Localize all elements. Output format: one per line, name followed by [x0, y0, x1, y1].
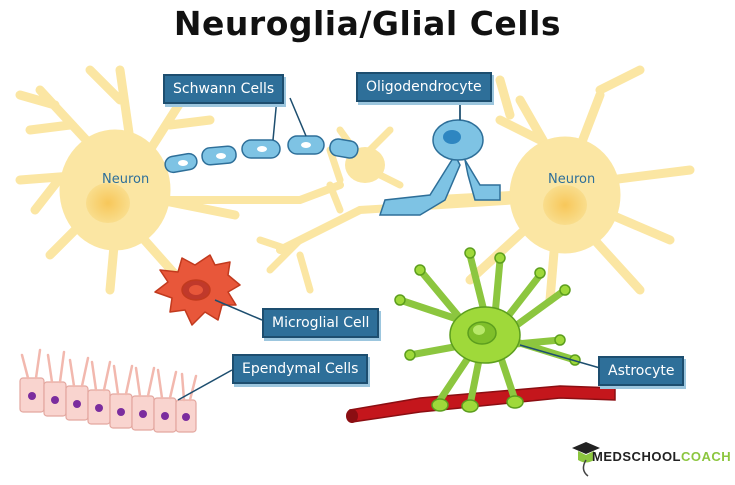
microglial-cell-label: Microglial Cell: [262, 308, 380, 338]
microglia-leader-line: [214, 299, 263, 321]
astrocyte-label: Astrocyte: [598, 356, 685, 386]
ependymal-cells-label: Ependymal Cells: [232, 354, 369, 384]
schwann-cells-label: Schwann Cells: [163, 74, 285, 104]
astrocyte-leader-line: [519, 344, 601, 369]
schwann-cells: [164, 135, 359, 174]
brand-logo: MEDSCHOOLCOACH: [592, 449, 731, 464]
blood-vessel: [346, 385, 616, 423]
ependymal-leader-line: [177, 369, 233, 401]
brand-name-part2: COACH: [681, 449, 732, 464]
microglial-cell: [154, 254, 241, 326]
ependymal-cells: [19, 348, 198, 433]
oligodendrocyte-label: Oligodendrocyte: [356, 72, 492, 102]
graduation-cap-icon: [572, 442, 600, 477]
astrocyte-cell: [394, 247, 581, 413]
diagram-title: Neuroglia/Glial Cells: [173, 4, 562, 43]
neuron-left-label: Neuron: [102, 172, 150, 187]
oligodendrocyte-cell: [378, 100, 501, 216]
schwann-leader-lines: [235, 97, 307, 141]
brand-name-part1: MEDSCHOOL: [592, 449, 681, 464]
neuron-right-label: Neuron: [548, 172, 596, 187]
neuron-left: [15, 65, 344, 295]
